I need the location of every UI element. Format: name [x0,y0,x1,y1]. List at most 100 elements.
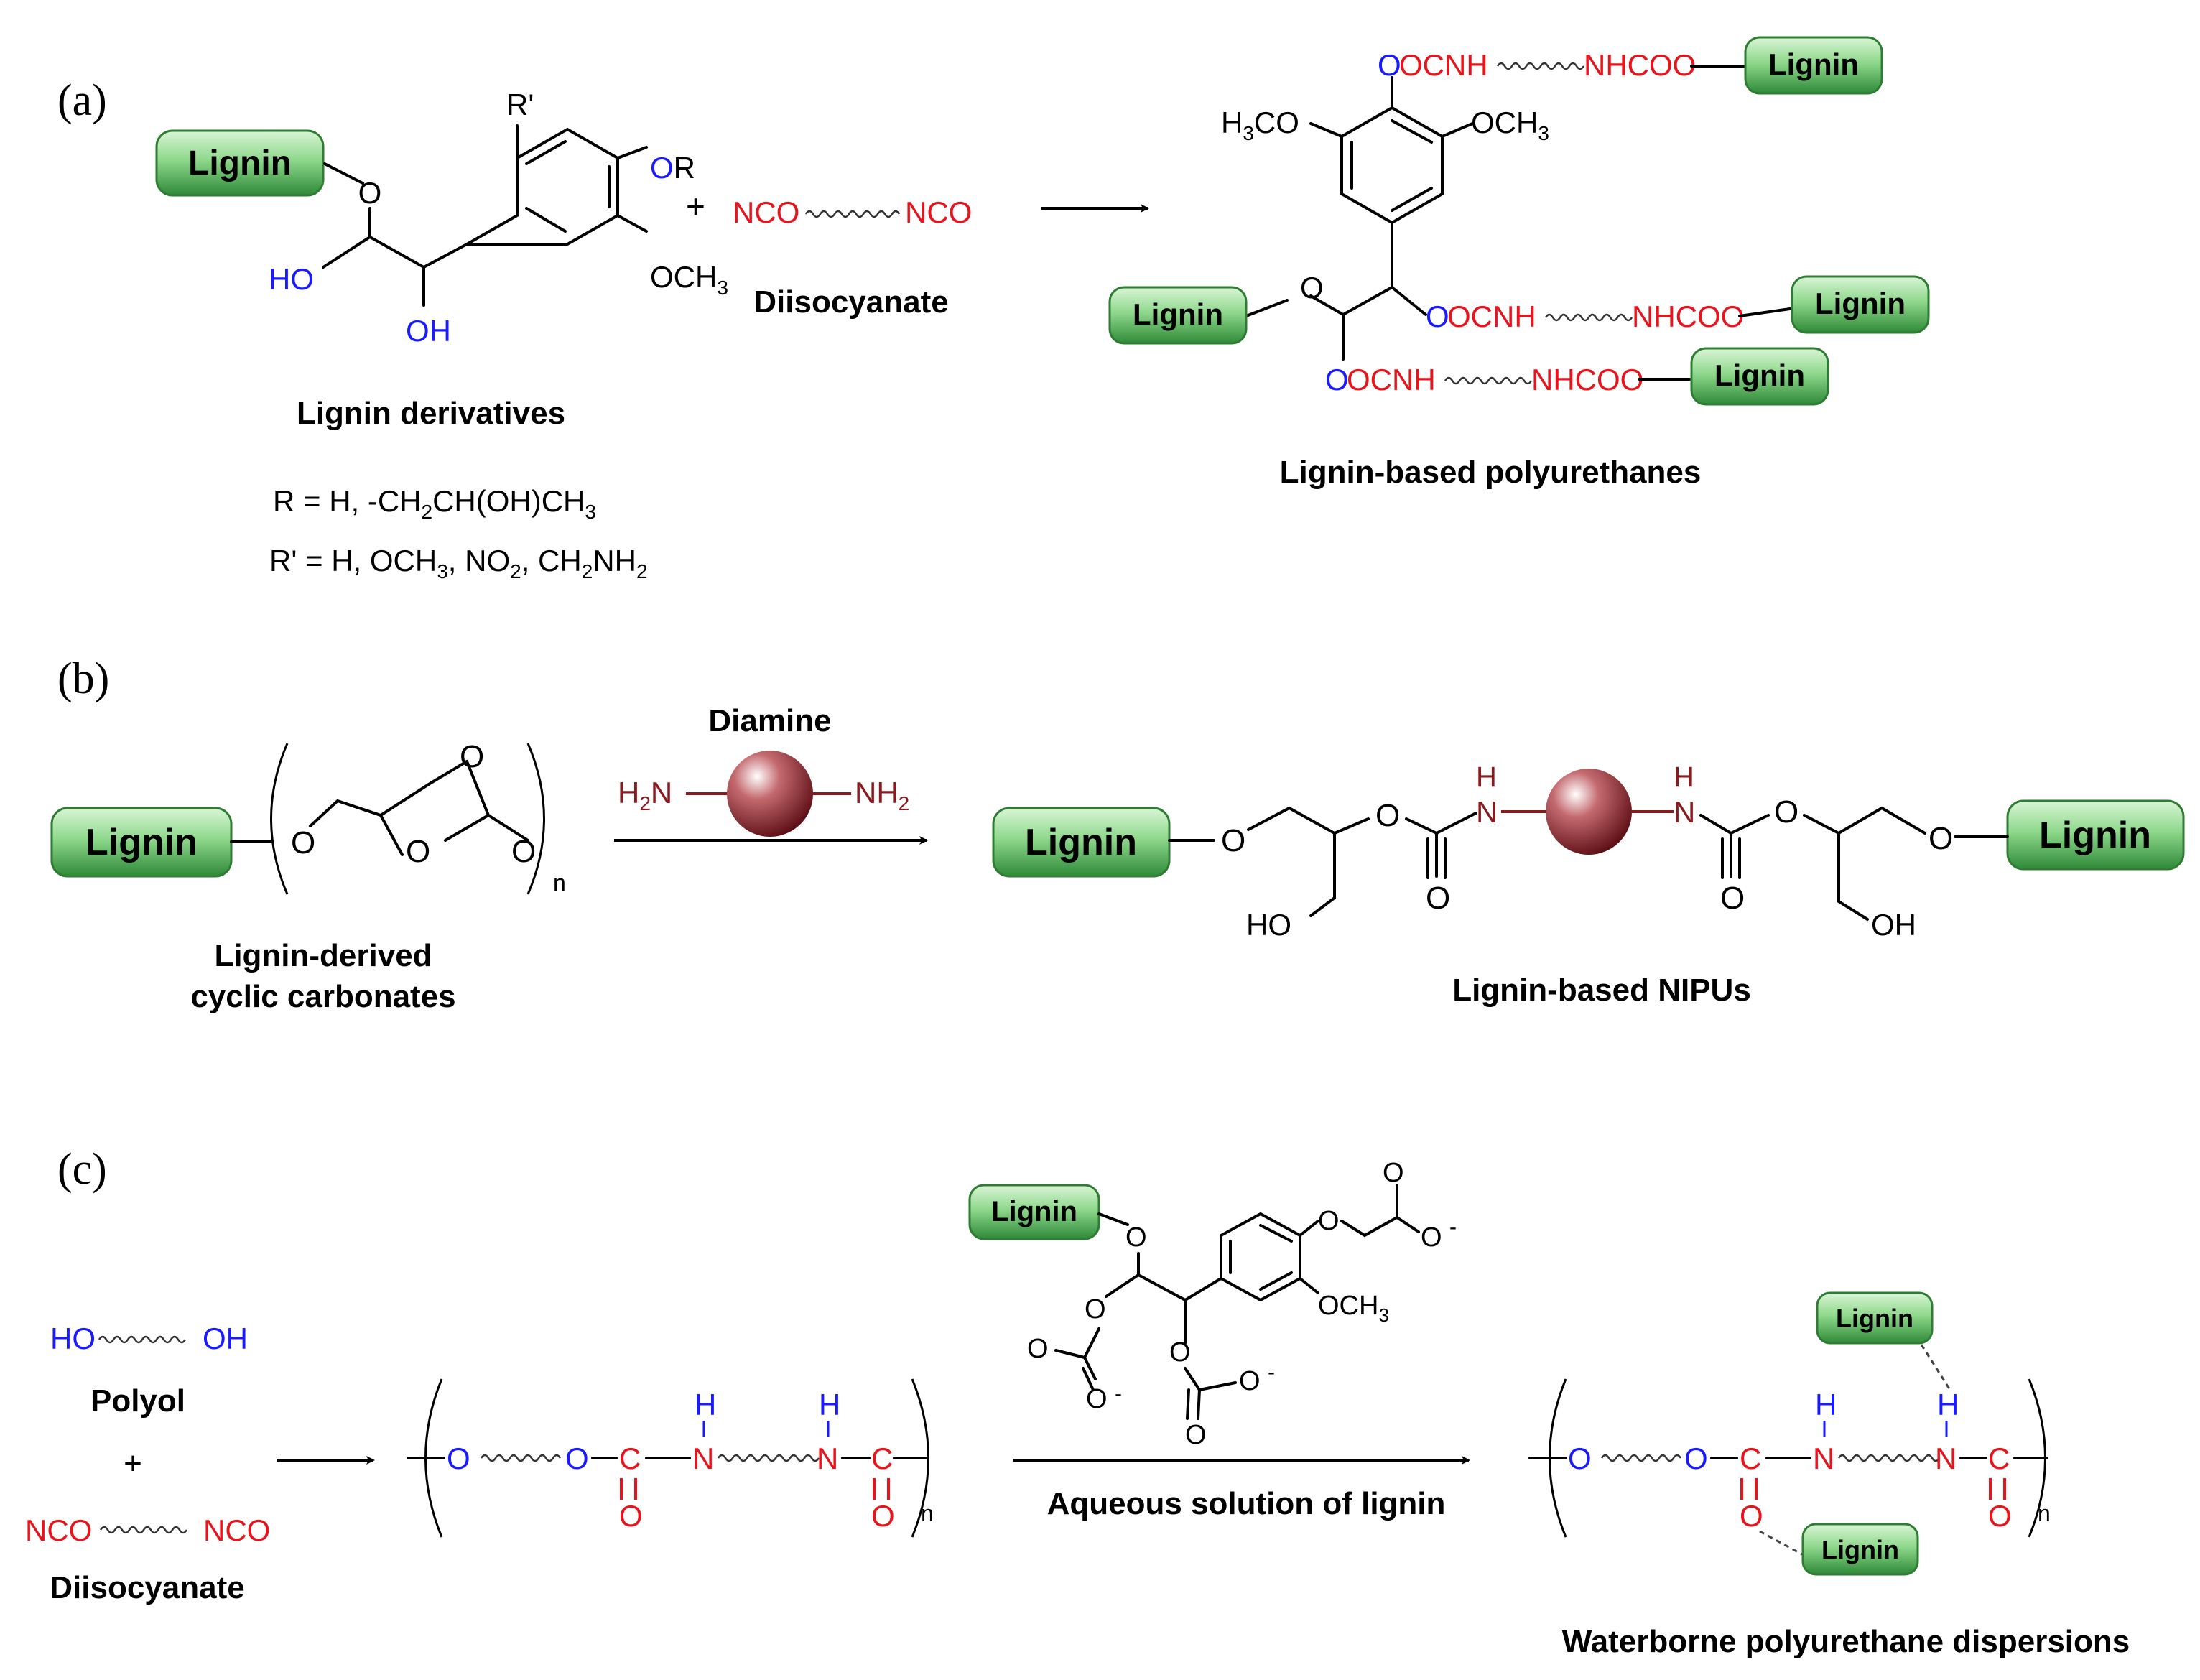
urethane-oxygen-mid: O [1426,300,1449,333]
hydrogen: H [1937,1388,1959,1421]
product-b-label: Lignin-based NIPUs [1452,973,1751,1008]
panel-a: (a) Lignin O HO OH R' OR OCH3 + NCO NCO … [57,36,1930,583]
oxygen: O [291,825,315,860]
r-def-sub: 2 [422,501,433,523]
plus-sign: + [124,1446,142,1481]
oxygen: O [1720,881,1745,916]
diisocyanate-label: Diisocyanate [50,1570,244,1605]
hydroxyl-oh: OH [406,314,451,348]
carbonyl-double-bond [1426,837,1447,879]
oxygen: O [447,1442,470,1475]
nitrogen: N [692,1442,714,1475]
hydrogen: H [819,1388,840,1421]
charge-minus: - [1268,1360,1275,1384]
lignin-tag [968,1184,1100,1240]
lignin-derivative-structure: Lignin O HO OH R' OR OCH3 [155,88,728,348]
charge-minus: - [1115,1382,1122,1406]
wavy-linker [99,1526,188,1534]
urethane-nhcoo-bottom: NHCOO [1531,363,1643,396]
carbonyl-double-bond [1721,837,1741,879]
wavy-linker [480,1454,562,1462]
lignin-carboxylate-structure: Lignin O O O O O - O - O O O O - OCH3 [968,1158,1457,1450]
product-a-label: Lignin-based polyurethanes [1280,455,1702,490]
oxygen: O [1318,1206,1340,1236]
aromatic-double-bonds [525,140,611,233]
panel-b: (b) Lignin n O O O O Lignin-derived cycl… [50,654,2185,1014]
panel-b-label: (b) [57,654,109,703]
oxygen: O [1988,1499,2012,1533]
h3co-tail: CO [1254,106,1299,139]
oxygen: O [511,834,536,869]
rp-def-sub: 2 [582,560,593,583]
lignin-tag-text: Lignin [1836,1304,1913,1333]
hydroxyl-oh: OH [1871,908,1916,942]
carbon: C [871,1442,893,1475]
hydrogen: H [695,1388,716,1421]
oxygen: O [1086,1384,1108,1414]
rp-def-part: NH [593,544,636,577]
nco-left: NCO [25,1513,92,1547]
oxygen: O [1774,794,1798,830]
carbonyl-double-bond [1989,1478,2006,1500]
carbonate-bonds [1184,1367,1237,1420]
rp-def-part: , NO [448,544,510,577]
oxygen: O [1125,1222,1147,1253]
panel-c: (c) HO OH Polyol + NCO NCO Diisocyanate … [25,1145,2130,1659]
och3-group: OCH3 [1471,106,1549,144]
wavy-linker [98,1335,187,1344]
bond [1738,307,1791,317]
aromatic-double-bonds [1229,1224,1293,1291]
wavy-linker [804,210,901,218]
oxygen: O [1383,1158,1404,1188]
oxygen: O [1568,1442,1592,1475]
ether-oxygen: O [1300,271,1324,305]
lignin-derivatives-label: Lignin derivatives [297,396,565,431]
och3-sub: 3 [1378,1304,1388,1326]
ring-substituent-bonds [465,124,648,246]
diamine-label: Diamine [708,703,831,738]
ring-substituent-bonds [1309,76,1474,289]
nh2-group: NH2 [855,776,909,815]
r-def-sub: 3 [585,501,596,523]
diisocyanate-label: Diisocyanate [753,284,948,320]
oxygen: O [1085,1294,1106,1324]
repeat-n: n [553,870,566,896]
oxygen: O [1375,798,1400,833]
polyol-label: Polyol [90,1383,185,1419]
carbonyl-double-bond [620,1478,637,1500]
reactant-b-label-line1: Lignin-derived [214,938,432,973]
nh2-sub: 2 [899,792,910,815]
nipu-left-bonds [1168,806,1477,917]
methoxy-text: OCH [650,260,717,294]
oxygen: O [1221,823,1245,858]
methoxy-group: OCH3 [650,260,728,299]
hydroxyl-ho: HO [1246,908,1291,942]
right-parenthesis [526,743,545,895]
arrow-c-label: Aqueous solution of lignin [1047,1486,1446,1521]
r-prime-definition: R' = H, OCH3, NO2, CH2NH2 [269,544,648,583]
amide-h: H [1674,761,1694,793]
lignin-tag [1690,347,1829,406]
bonds [1097,1212,1222,1345]
h2n-h: H [618,776,639,809]
lignin-tag-text: Lignin [1815,287,1906,320]
side-chain-bonds [1309,286,1427,361]
rp-def-part: , CH [521,544,582,577]
rp-def-sub: 2 [636,560,648,583]
h2n-n: N [651,776,672,809]
oxygen: O [1027,1334,1049,1364]
lignin-tag [1744,36,1883,95]
och3-text: OCH [1471,106,1538,139]
right-parenthesis [911,1378,929,1538]
nipu-right-bonds [1699,806,2009,921]
nitrogen: N [1935,1442,1957,1475]
wavy-linker [1496,62,1585,70]
rp-def-part: R' = H, OCH [269,544,437,577]
oxygen: O [406,834,430,869]
diisocyanate-structure: NCO NCO Diisocyanate [733,195,972,320]
substituent-bonds [1299,1184,1420,1294]
aromatic-ring [461,127,619,246]
oxygen: O [871,1499,895,1533]
left-parenthesis [270,743,289,895]
oxygen: O [1684,1442,1708,1475]
